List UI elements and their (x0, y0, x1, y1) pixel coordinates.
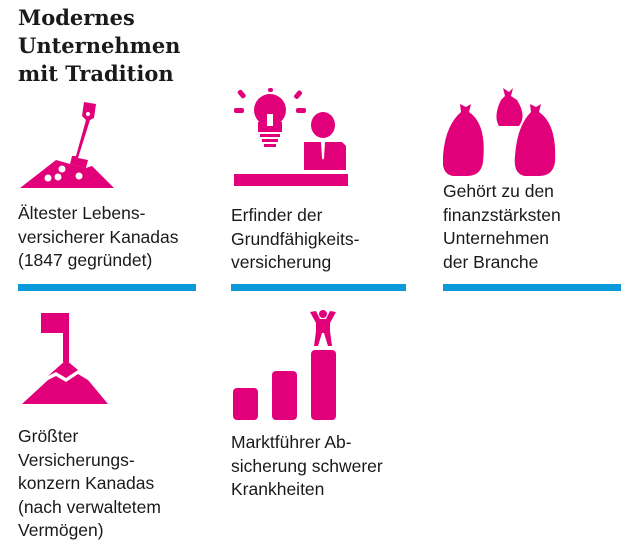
fact-text-largest: Größter Versicherungs- konzern Kanadas (… (18, 425, 161, 543)
text-line: konzern Kanadas (18, 473, 155, 493)
text-line: Unternehmen (443, 228, 550, 248)
fact-text-oldest: Ältester Lebens- versicherer Kanadas (18… (18, 202, 179, 273)
text-line: (nach verwaltetem (18, 496, 161, 517)
text-line: Marktführer Ab- (231, 432, 352, 452)
mountain-flag-icon (22, 313, 108, 404)
text-line: Größter (18, 426, 79, 446)
text-line: Ältester Lebens- (18, 203, 146, 223)
divider-bar (443, 284, 621, 291)
fact-text-financial: Gehört zu den finanzstärksten Unternehme… (443, 180, 561, 274)
text-line: Versicherungs- (18, 449, 135, 470)
text-line: Krankheiten (231, 479, 325, 499)
text-line: versicherung (231, 252, 332, 272)
text-line: Grundfähigkeits- (231, 228, 360, 249)
title-line: mit Tradition (18, 61, 174, 86)
text-line: finanzstärksten (443, 204, 561, 225)
text-line: (1847 gegründet) (18, 250, 153, 270)
title-line: Modernes (18, 5, 135, 30)
divider-bar (18, 284, 196, 291)
text-line: Vermögen) (18, 520, 104, 540)
bar-growth-icon (233, 310, 336, 420)
shovel-pile-icon (20, 102, 114, 188)
fact-text-market-leader: Marktführer Ab- sicherung schwerer Krank… (231, 431, 383, 502)
title-line: Unternehmen (18, 33, 181, 58)
idea-person-icon (234, 88, 348, 186)
text-line: versicherer Kanadas (18, 226, 179, 247)
money-bags-icon (443, 88, 556, 176)
page-title: Modernes Unternehmen mit Tradition (18, 4, 180, 88)
fact-text-inventor: Erfinder der Grundfähigkeits- versicheru… (231, 204, 359, 275)
text-line: der Branche (443, 251, 539, 272)
text-line: Gehört zu den (443, 181, 554, 201)
text-line: Erfinder der (231, 205, 323, 225)
divider-bar (231, 284, 406, 291)
text-line: sicherung schwerer (231, 455, 383, 476)
